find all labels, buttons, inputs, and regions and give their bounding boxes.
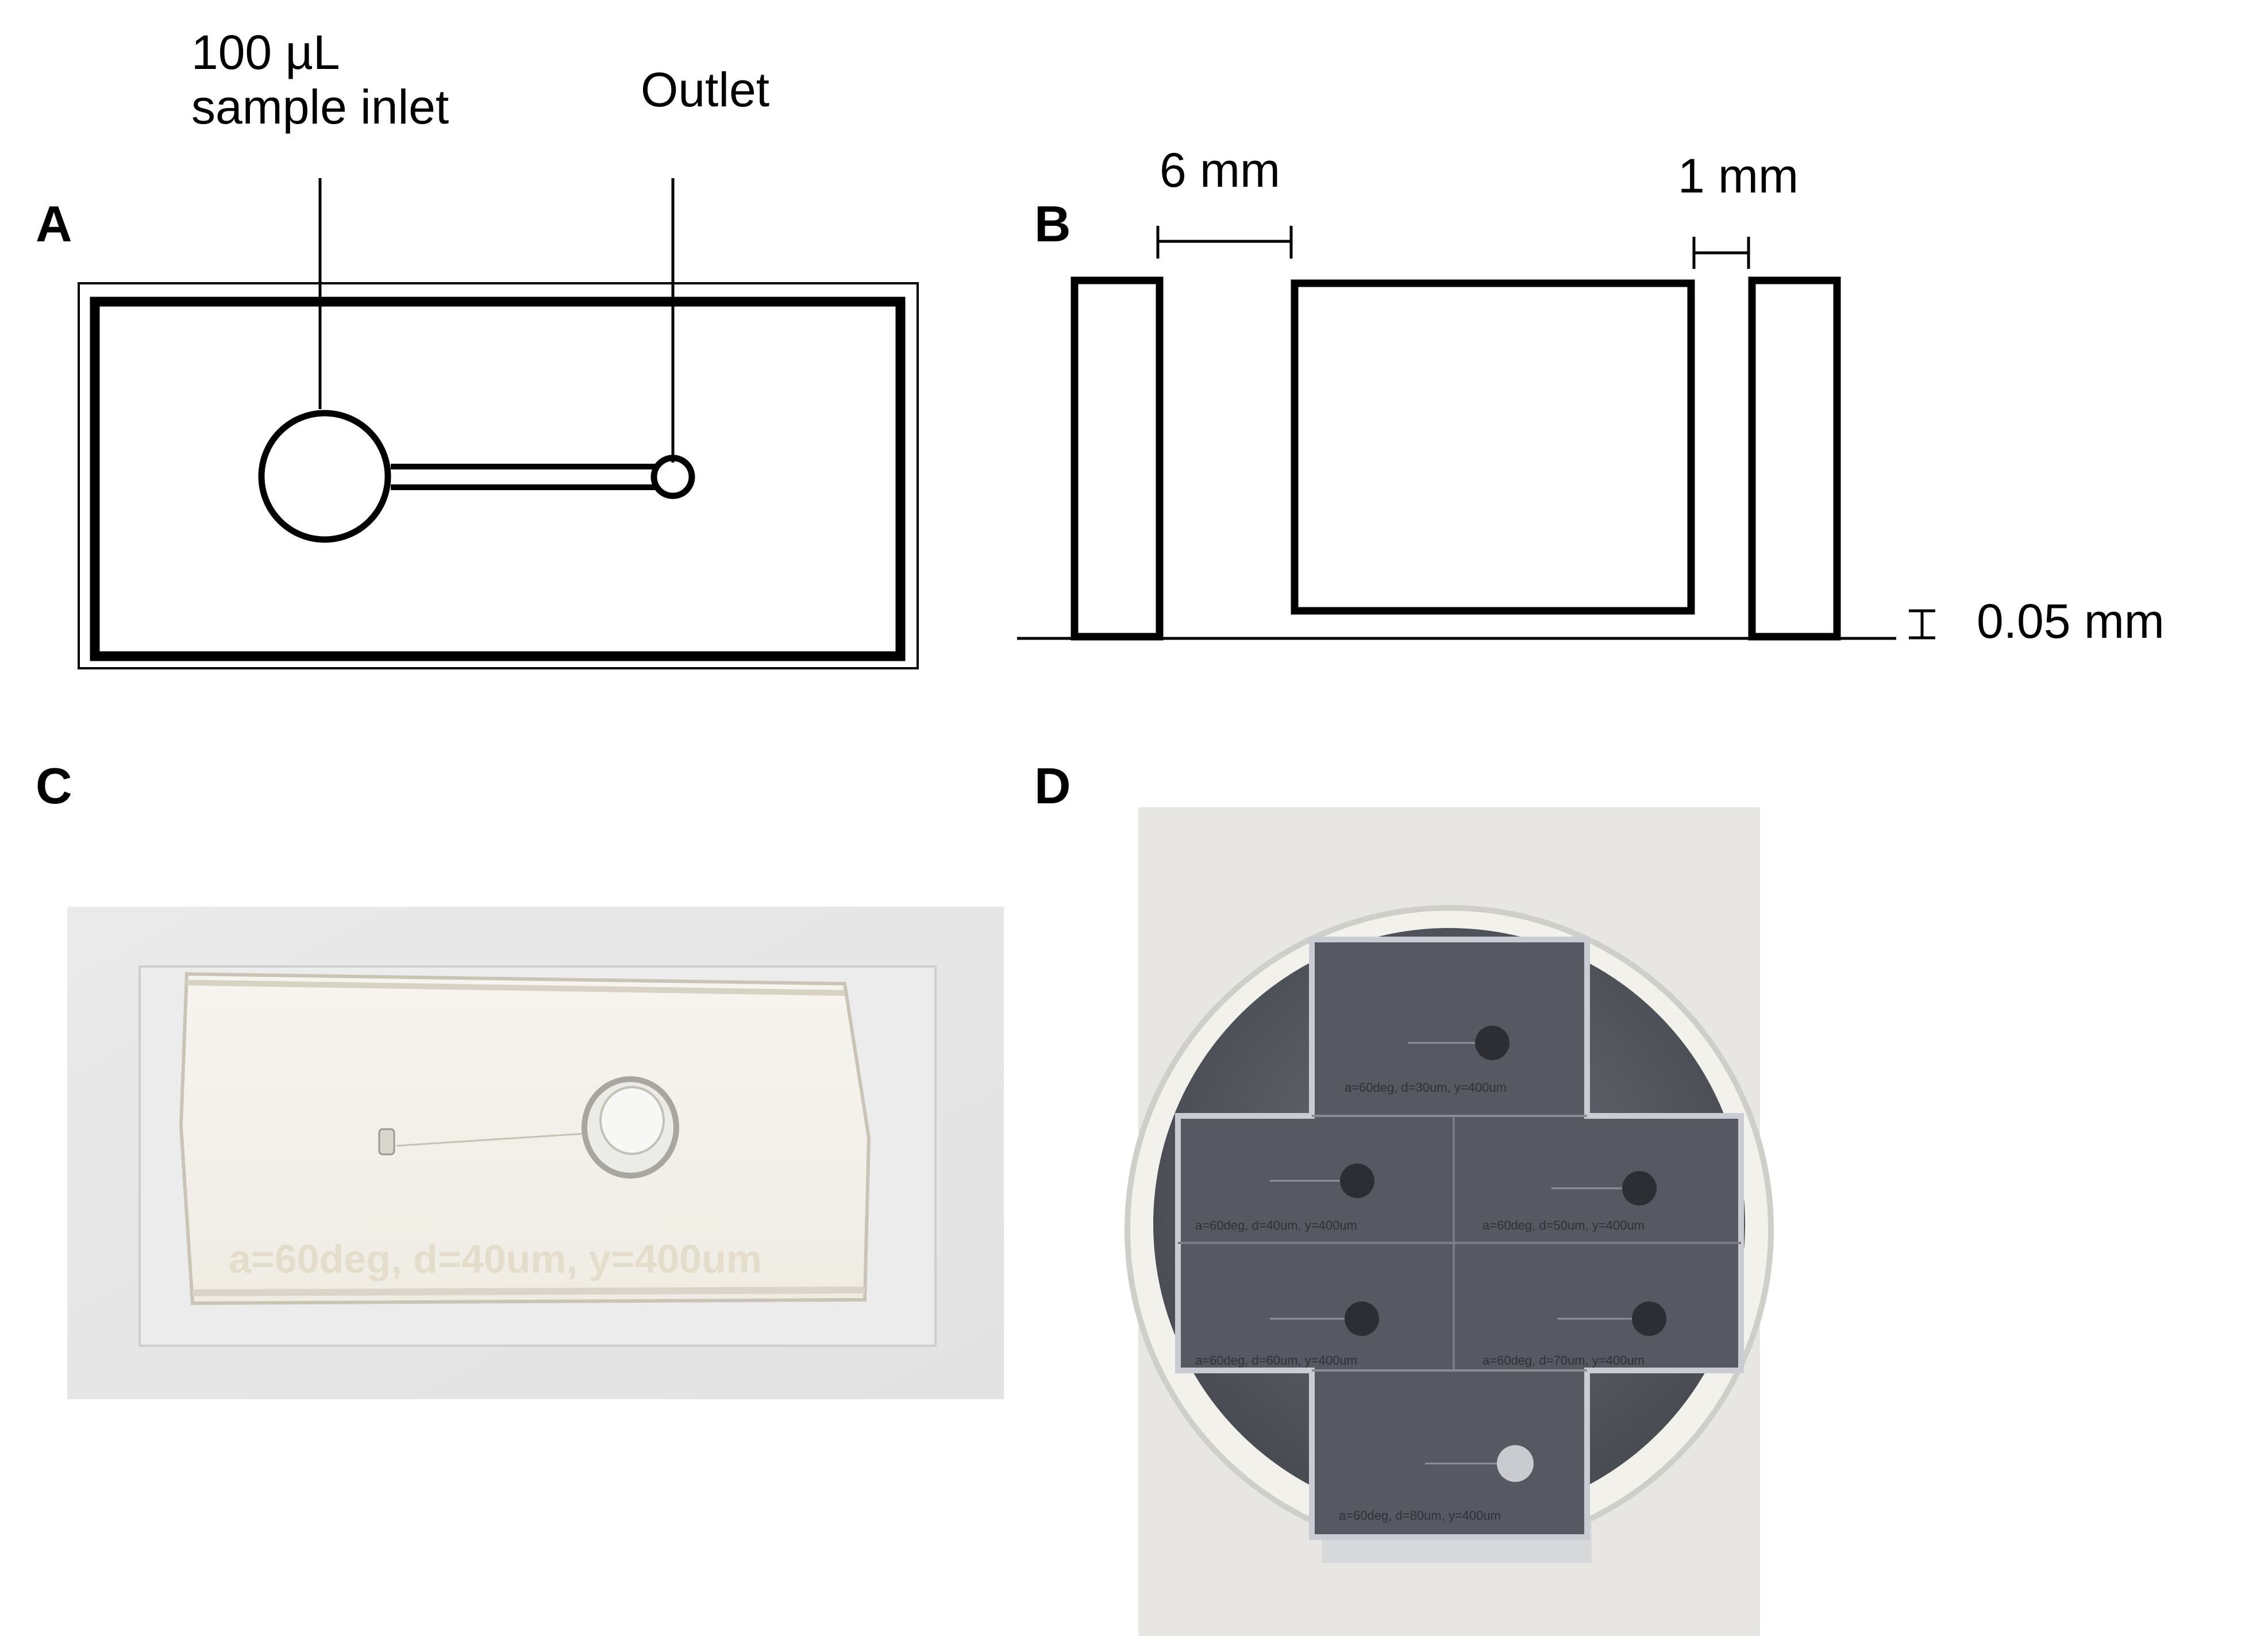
panel-b-letter: B [1034,195,1071,252]
well-mid-right [1622,1171,1657,1206]
well-low-left [1345,1301,1379,1336]
well-bottom [1497,1445,1534,1482]
dim-label-1mm: 1 mm [1678,149,1799,203]
panel-d-letter: D [1034,757,1071,814]
engraving-mid-right: a=60deg, d=50um, y=400um [1482,1218,1645,1233]
engraving-mid-left: a=60deg, d=40um, y=400um [1195,1218,1357,1233]
panel-a-letter: A [36,195,72,252]
outlet-well [650,455,695,499]
well-mid-left [1340,1164,1374,1198]
pdms-chip [179,972,871,1306]
panel-d: D a=60deg, d=30um, y=400um a=60deg, d=40… [1034,757,1774,1636]
photo-c-engraving: a=60deg, d=40um, y=400um [229,1237,762,1281]
dim-label-005mm: 0.05 mm [1977,594,2165,648]
engraving-low-right: a=60deg, d=70um, y=400um [1482,1353,1645,1368]
panel-a: A 100 µL sample inlet Outlet [36,25,919,669]
well-top [1475,1026,1509,1060]
slide-outline [78,282,919,669]
inlet-well [258,410,391,543]
dim-label-6mm: 6 mm [1160,143,1280,197]
panel-c-letter: C [36,757,72,814]
photo-channel [396,1132,592,1147]
wall-right [1748,276,1841,641]
chip-top-edge [186,980,845,996]
chip-outline [90,296,906,661]
chip-bottom-edge [192,1287,865,1296]
panel-b: B 6 mm 1 mm 0.05 mm [1017,143,2165,648]
photo-outlet-port [378,1128,395,1156]
engraving-top: a=60deg, d=30um, y=400um [1345,1080,1507,1095]
wall-left [1070,276,1164,641]
inlet-label-line2: sample inlet [191,80,449,134]
outlet-label: Outlet [641,63,769,117]
photo-inlet-port-inner [599,1086,665,1155]
well-low-right [1632,1301,1666,1336]
engraving-bottom: a=60deg, d=80um, y=400um [1339,1508,1501,1523]
engraving-low-left: a=60deg, d=60um, y=400um [1195,1353,1357,1368]
panel-c: C a=60deg, d=40um, y=400um [36,757,1004,1399]
chamber-block [1291,279,1695,615]
inlet-label-line1: 100 µL [191,25,340,79]
